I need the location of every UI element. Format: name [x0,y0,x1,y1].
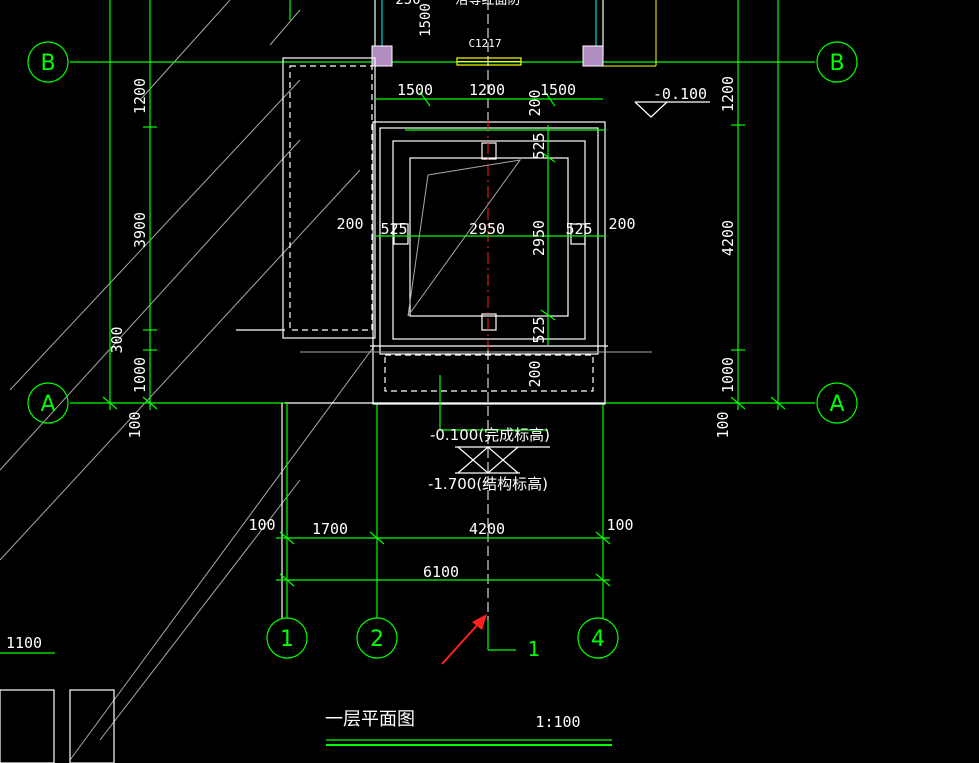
dim-left-1200: 1200 [131,78,149,114]
dim-bottom-6100: 6100 [423,563,459,581]
axis-bubble-b-left [27,41,69,83]
left-dim-chain [102,0,158,410]
dim-bottom-100-left: 100 [248,516,275,534]
dim-pit-525-left: 525 [380,220,407,238]
left-room [282,57,376,339]
top-cut-chinese: 冶等红面防 [455,0,520,8]
dim-left-3900: 3900 [131,212,149,248]
dim-bottom-1700: 1700 [312,520,348,538]
column-right [582,45,604,67]
dim-left-300: 300 [108,326,126,353]
top-cut-dim-2: 250 [395,0,420,8]
section-mark [487,620,516,651]
drawing-scale: 1:100 [535,713,580,731]
dim-left-1000: 1000 [131,357,149,393]
top-cut-dim: 1500 [418,3,434,37]
dim-top-200: 200 [526,89,544,116]
pit-dims [375,91,605,431]
red-arrow-annotation [441,614,487,665]
axis-bubble-a-right [816,382,858,424]
dim-right-1200: 1200 [719,76,737,112]
dim-right-1000: 1000 [719,357,737,393]
dim-top-1500-left: 1500 [397,81,433,99]
dim-bottom-200: 200 [526,360,544,387]
axis-bubble-b-right [816,41,858,83]
corner-fragment [0,652,115,763]
axis-label-b-left: B [40,51,55,76]
bottom-dim-chain [276,531,611,587]
axis-label-1: 1 [280,627,294,652]
dim-bottom-100-right: 100 [606,516,633,534]
axis-label-2: 2 [370,627,384,652]
pit-structure [236,121,652,405]
dim-pit-525-right: 525 [565,220,592,238]
dim-pit-2950-v: 2950 [530,220,548,256]
column-left [371,45,393,67]
dim-pit-200-left: 200 [336,215,363,233]
section-mark-label: 1 [528,637,541,661]
dim-pit-200-right: 200 [608,215,635,233]
window-label: C1217 [468,37,501,50]
dim-pit-2950-h: 2950 [469,220,505,238]
level-symbol-bottom [455,446,550,474]
upper-building [289,0,657,67]
dim-corner-1100: 1100 [6,634,42,652]
diagonal-lines [0,0,376,761]
axis-label-4: 4 [591,627,605,652]
axis-label-b-right: B [829,51,844,76]
dim-left-100: 100 [126,411,144,438]
title-underline [326,739,612,746]
dim-bottom-4200: 4200 [469,520,505,538]
axis-label-a-right: A [829,392,844,417]
dim-pit-525-top: 525 [530,132,548,159]
dim-top-1200: 1200 [469,81,505,99]
dim-top-1500-right: 1500 [540,81,576,99]
level-finish: -0.100(完成标高) [430,426,550,444]
axis-bubble-a-left [27,382,69,424]
right-dim-chain [730,0,786,410]
level-symbol-top [634,101,710,118]
axis-bubble-4 [577,617,619,659]
drawing-title: 一层平面图 [325,709,415,730]
dim-right-4200: 4200 [719,220,737,256]
level-structure: -1.700(结构标高) [428,475,548,493]
dim-right-100: 100 [714,411,732,438]
axis-label-a-left: A [40,392,55,417]
dim-pit-525-bottom: 525 [530,316,548,343]
level-top: -0.100 [653,85,707,103]
